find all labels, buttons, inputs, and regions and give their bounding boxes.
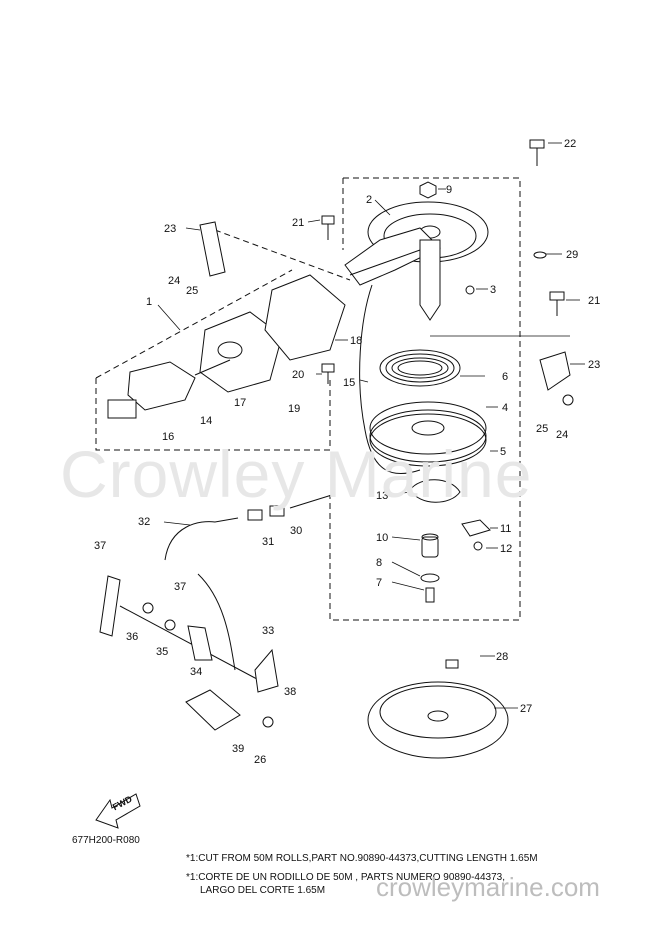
spiral-spring bbox=[379, 349, 461, 387]
callout-32: 33 bbox=[262, 625, 274, 637]
callout-3: 3 bbox=[490, 284, 496, 296]
note-spanish: *1:CORTE DE UN RODILLO DE 50M , PARTS NU… bbox=[186, 872, 505, 883]
watermark-url: crowleymarine.com bbox=[376, 872, 600, 902]
callout-38: 39 bbox=[232, 743, 244, 755]
callout-28: 29 bbox=[566, 249, 578, 261]
callout-21b: 21 bbox=[588, 295, 600, 307]
callout-12: 12 bbox=[500, 543, 512, 555]
callout-5: 5 bbox=[500, 446, 506, 458]
callout-37a: 37 bbox=[174, 581, 186, 593]
bracket-left bbox=[199, 221, 226, 277]
assembly-boundary-right bbox=[329, 177, 521, 621]
callout-20: 20 bbox=[292, 369, 304, 381]
callout-27: 28 bbox=[496, 651, 508, 663]
starter-rope bbox=[359, 284, 421, 475]
nut-part-9 bbox=[419, 181, 437, 199]
fwd-arrow-icon bbox=[95, 793, 141, 829]
drive-bushing bbox=[420, 533, 440, 603]
callout-37b: 38 bbox=[284, 686, 296, 698]
callout-24a: 24 bbox=[168, 275, 180, 287]
callout-15: 15 bbox=[343, 377, 355, 389]
callout-24b: 24 bbox=[556, 429, 568, 441]
starter-handle-assembly bbox=[107, 311, 283, 419]
callout-39: 26 bbox=[254, 754, 266, 766]
diagram-code: 677H200-R080 bbox=[72, 835, 140, 846]
starter-housing bbox=[344, 201, 489, 321]
boundary-left-diag bbox=[95, 269, 293, 379]
callout-21a: 21 bbox=[292, 217, 304, 229]
callout-35: 36 bbox=[126, 631, 138, 643]
rope-pulley bbox=[369, 401, 487, 467]
callout-17: 17 bbox=[234, 397, 246, 409]
callout-2: 2 bbox=[366, 194, 372, 206]
boundary-diag-top bbox=[214, 229, 351, 281]
starter-lockout-cable bbox=[164, 493, 336, 671]
callout-36: 37 bbox=[94, 540, 106, 552]
callout-19: 19 bbox=[288, 403, 300, 415]
rope-guide-plate bbox=[264, 274, 346, 361]
callout-6: 6 bbox=[502, 371, 508, 383]
callout-10: 10 bbox=[376, 532, 388, 544]
callout-34: 35 bbox=[156, 646, 168, 658]
callout-9: 9 bbox=[446, 184, 452, 196]
callout-13: 13 bbox=[376, 490, 388, 502]
note-english: *1:CUT FROM 50M ROLLS,PART NO.90890-4437… bbox=[186, 853, 538, 864]
callout-14: 14 bbox=[200, 415, 212, 427]
callout-7: 7 bbox=[376, 577, 382, 589]
callout-26: 27 bbox=[520, 703, 532, 715]
callout-22: 22 bbox=[564, 138, 576, 150]
assembly-boundary-left bbox=[95, 378, 331, 451]
watermark: Crowley Marine bbox=[60, 437, 533, 511]
leader-lines bbox=[157, 142, 585, 709]
callout-16: 16 bbox=[162, 431, 174, 443]
bolts bbox=[321, 139, 574, 406]
callout-23a: 23 bbox=[164, 223, 176, 235]
flywheel-cover bbox=[367, 659, 509, 759]
callout-4: 4 bbox=[502, 402, 508, 414]
lockout-linkage bbox=[99, 575, 279, 731]
callout-33: 34 bbox=[190, 666, 202, 678]
callout-31: 32 bbox=[138, 516, 150, 528]
callout-25a: 25 bbox=[186, 285, 198, 297]
bracket-right bbox=[539, 351, 571, 391]
callout-18: 18 bbox=[350, 335, 362, 347]
callout-11: 11 bbox=[500, 523, 511, 535]
callout-1: 1 bbox=[146, 296, 152, 308]
drive-pawl-group bbox=[409, 479, 491, 551]
callout-25b: 25 bbox=[536, 423, 548, 435]
callout-8: 8 bbox=[376, 557, 382, 569]
callout-30: 31 bbox=[262, 536, 274, 548]
callout-29: 30 bbox=[290, 525, 302, 537]
callout-23b: 23 bbox=[588, 359, 600, 371]
note-spanish-cont: LARGO DEL CORTE 1.65M bbox=[200, 885, 326, 896]
